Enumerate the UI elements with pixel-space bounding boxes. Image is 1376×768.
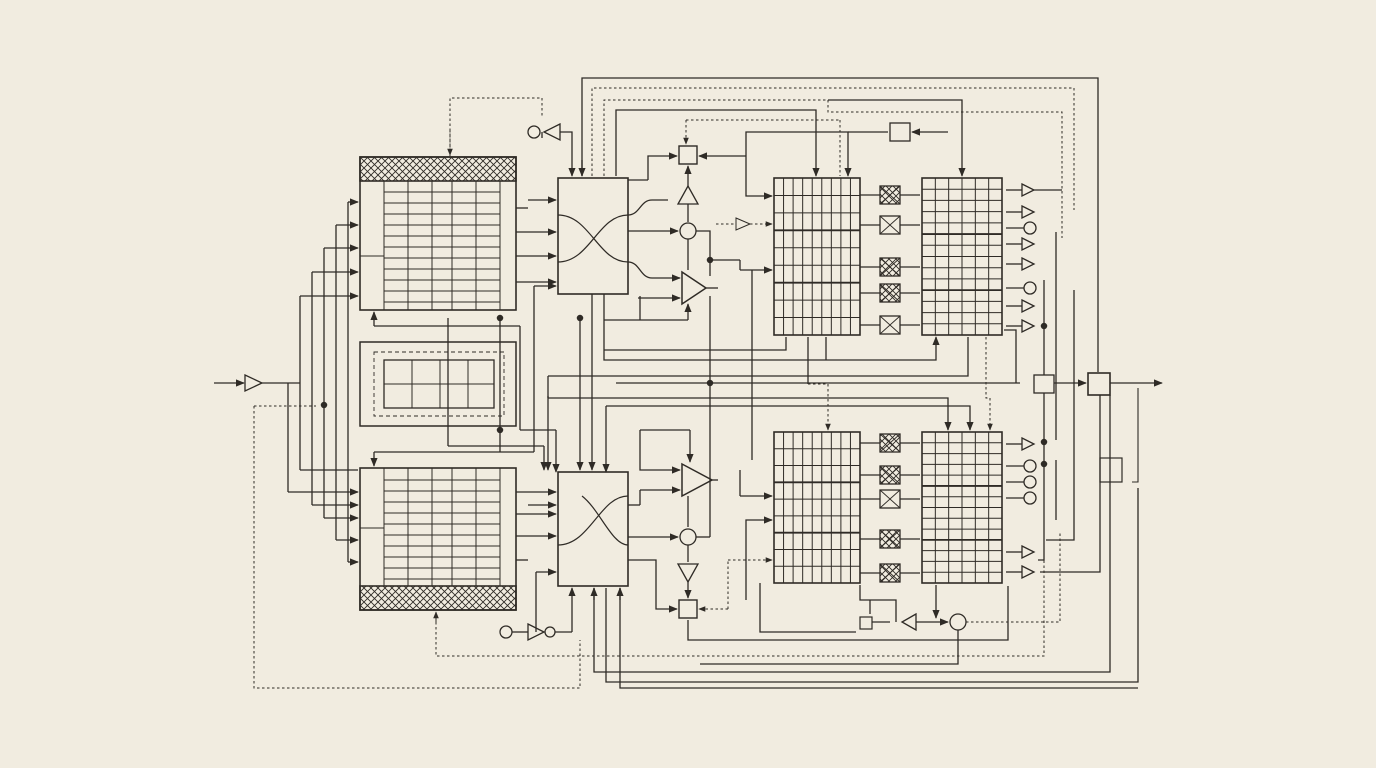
lower-crossbar-switch [557,471,640,587]
output-indicator-triangles [1006,182,1062,580]
upper-right-memory-grid [921,177,1003,336]
lower-register-array [359,467,517,611]
lower-right-memory-grid [921,431,1003,584]
right-side-bus [1038,232,1101,573]
lower-left-memory-grid [773,431,861,584]
upper-switch-indicator [527,122,576,177]
dotted-feedback-top [447,97,543,156]
register-to-switch-wiring [370,196,560,561]
output-bracket-symbol [1099,388,1139,483]
output-combiner [1033,372,1111,396]
input-fanout-bus [287,198,359,566]
upper-signal-path [604,145,773,321]
middle-register-array [359,341,517,427]
lower-switch-indicator [499,568,576,642]
upper-left-memory-grid [773,177,861,336]
input-line [214,373,300,393]
middle-crossing-bus [544,270,1020,473]
bottom-feedback-bus [253,395,1139,689]
top-feedback-bus [578,77,1099,372]
lower-signal-path [628,296,773,619]
upper-register-array [359,156,517,311]
grid-link-cells [860,185,920,583]
upper-crossbar-switch [557,177,668,295]
